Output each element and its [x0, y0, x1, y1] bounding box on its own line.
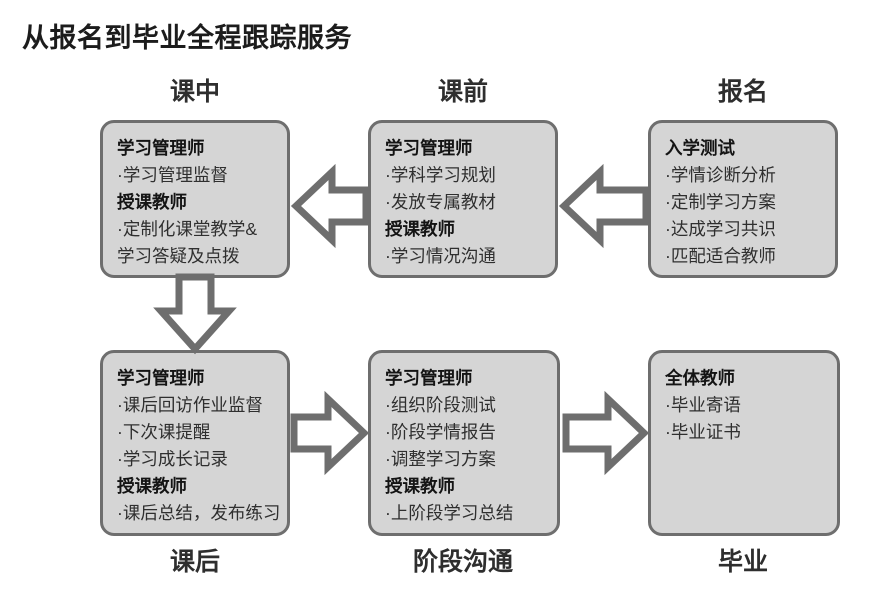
node-line-role: 学习管理师 [385, 368, 473, 388]
node-line-item: ·学习管理监督 [117, 165, 228, 185]
node-box-before-class: 学习管理师 ·学科学习规划 ·发放专属教材 授课教师 ·学习情况沟通 [368, 120, 558, 278]
arrow-before-class-to-during-class [290, 163, 370, 249]
node-line-item: ·学习情况沟通 [385, 246, 496, 266]
stage-label-before-class: 课前 [437, 78, 488, 106]
node-line-item: ·上阶段学习总结 [385, 503, 514, 523]
node-line-role: 授课教师 [117, 476, 187, 496]
node-line-item: ·毕业寄语 [665, 395, 741, 415]
node-line-item: ·定制化课堂教学& [117, 219, 257, 239]
node-line-role: 学习管理师 [385, 138, 473, 158]
node-line-item: ·阶段学情报告 [385, 422, 496, 442]
node-line-role: 入学测试 [665, 138, 735, 158]
node-box-during-class: 学习管理师 ·学习管理监督 授课教师 ·定制化课堂教学& 学习答疑及点拨 [100, 120, 290, 278]
node-box-enrollment: 入学测试 ·学情诊断分析 ·定制学习方案 ·达成学习共识 ·匹配适合教师 [648, 120, 838, 278]
arrow-enrollment-to-before-class [558, 163, 650, 249]
node-line-item: ·达成学习共识 [665, 219, 776, 239]
node-line-item: ·发放专属教材 [385, 192, 496, 212]
node-line-role: 全体教师 [665, 368, 735, 388]
stage-label-after-class: 课后 [169, 548, 220, 576]
stage-label-during-class: 课中 [169, 78, 220, 106]
arrow-during-class-to-after-class [153, 273, 237, 355]
node-line-item: ·匹配适合教师 [665, 246, 776, 266]
node-line-role: 授课教师 [385, 476, 455, 496]
node-line-item: ·课后总结，发布练习 [117, 503, 281, 523]
stage-label-enrollment: 报名 [717, 78, 768, 106]
node-box-graduation: 全体教师 ·毕业寄语 ·毕业证书 [648, 350, 840, 536]
node-line-item: ·学科学习规划 [385, 165, 496, 185]
node-box-after-class: 学习管理师 ·课后回访作业监督 ·下次课提醒 ·学习成长记录 授课教师 ·课后总… [100, 350, 290, 536]
node-line-item: ·组织阶段测试 [385, 395, 496, 415]
node-box-phase-communication: 学习管理师 ·组织阶段测试 ·阶段学情报告 ·调整学习方案 授课教师 ·上阶段学… [368, 350, 560, 536]
node-line-item: ·学情诊断分析 [665, 165, 776, 185]
node-line-item: ·毕业证书 [665, 422, 741, 442]
node-line-role: 学习管理师 [117, 368, 205, 388]
arrow-phase-communication-to-graduation [562, 390, 650, 476]
node-line-role: 授课教师 [385, 219, 455, 239]
page-title: 从报名到毕业全程跟踪服务 [22, 23, 352, 53]
node-line-item: ·课后回访作业监督 [117, 395, 263, 415]
stage-label-phase-communication: 阶段沟通 [412, 548, 513, 576]
node-line-item: ·调整学习方案 [385, 449, 496, 469]
arrow-after-class-to-phase-communication [290, 390, 370, 476]
node-line-item: 学习答疑及点拨 [117, 246, 240, 266]
stage-label-graduation: 毕业 [717, 548, 768, 576]
node-line-role: 授课教师 [117, 192, 187, 212]
node-line-role: 学习管理师 [117, 138, 205, 158]
node-line-item: ·定制学习方案 [665, 192, 776, 212]
node-line-item: ·学习成长记录 [117, 449, 228, 469]
node-line-item: ·下次课提醒 [117, 422, 211, 442]
